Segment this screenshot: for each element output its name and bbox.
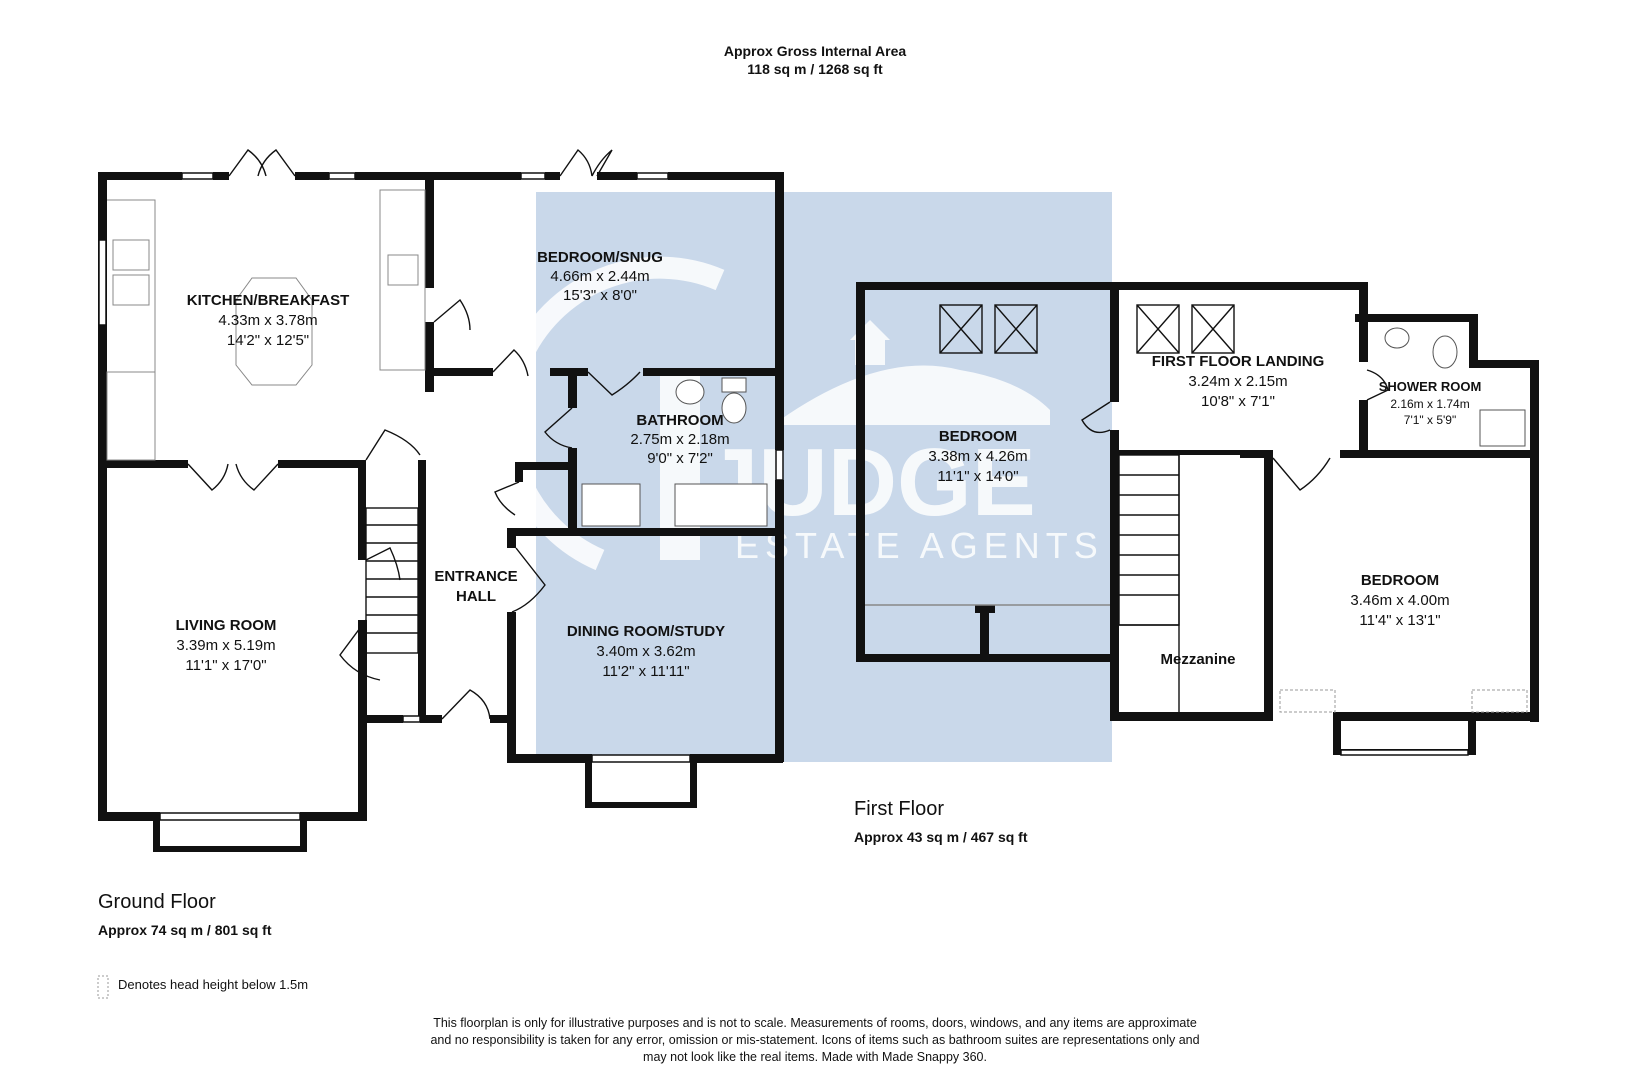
room-name-bedroom-2: BEDROOM xyxy=(1361,572,1439,589)
disclaimer-line-3: may not look like the real items. Made w… xyxy=(643,1050,987,1064)
room-name-shower: SHOWER ROOM xyxy=(1379,379,1482,394)
first-floor-details xyxy=(865,304,1389,712)
room-name-kitchen: KITCHEN/BREAKFAST xyxy=(187,292,350,309)
room-metric-landing: 3.24m x 2.15m xyxy=(1188,373,1287,390)
room-imperial-living: 11'1" x 17'0" xyxy=(185,657,266,674)
room-imperial-bedroom-1: 11'1" x 14'0" xyxy=(937,468,1018,485)
room-name-entrance-hall: HALL xyxy=(456,588,496,605)
first-floor-windows xyxy=(1340,749,1469,756)
first-floor-area: Approx 43 sq m / 467 sq ft xyxy=(854,829,1028,845)
room-metric-shower: 2.16m x 1.74m xyxy=(1390,397,1469,411)
gross-area-value: 118 sq m / 1268 sq ft xyxy=(747,61,883,77)
legend-swatch xyxy=(97,975,109,999)
room-name-landing: FIRST FLOOR LANDING xyxy=(1152,353,1325,370)
disclaimer: This floorplan is only for illustrative … xyxy=(330,1015,1300,1066)
room-imperial-bathroom: 9'0" x 7'2" xyxy=(647,450,713,467)
room-imperial-kitchen: 14'2" x 12'5" xyxy=(227,332,309,349)
room-imperial-dining: 11'2" x 11'11" xyxy=(602,663,689,680)
shower-room-fittings xyxy=(1384,327,1526,447)
room-imperial-snug: 15'3" x 8'0" xyxy=(563,287,637,304)
ground-floor-name: Ground Floor xyxy=(98,891,216,913)
room-name-mezzanine: Mezzanine xyxy=(1160,651,1235,668)
room-imperial-bedroom-2: 11'4" x 13'1" xyxy=(1359,612,1440,629)
room-metric-bathroom: 2.75m x 2.18m xyxy=(630,431,729,448)
room-metric-bedroom-1: 3.38m x 4.26m xyxy=(928,448,1027,465)
disclaimer-line-1: This floorplan is only for illustrative … xyxy=(433,1016,1197,1030)
room-name-dining: DINING ROOM/STUDY xyxy=(567,623,725,640)
room-metric-living: 3.39m x 5.19m xyxy=(176,637,275,654)
watermark-tagline: ESTATE AGENTS xyxy=(735,525,1104,566)
legend-text: Denotes head height below 1.5m xyxy=(118,977,308,992)
room-name-living: LIVING ROOM xyxy=(176,617,277,634)
disclaimer-line-2: and no responsibility is taken for any e… xyxy=(430,1033,1200,1047)
ground-staircase xyxy=(365,429,421,654)
kitchen-fittings xyxy=(106,189,426,461)
room-name-snug: BEDROOM/SNUG xyxy=(537,249,663,266)
ground-floor-area: Approx 74 sq m / 801 sq ft xyxy=(98,922,272,938)
ground-floor-doors xyxy=(187,148,641,720)
first-floor-name: First Floor xyxy=(854,798,944,820)
ground-floor-walls xyxy=(98,172,784,852)
gross-area-title: Approx Gross Internal Area xyxy=(723,43,907,59)
room-imperial-shower: 7'1" x 5'9" xyxy=(1404,413,1456,427)
bathroom-fittings xyxy=(581,377,768,527)
room-name-bedroom-1: BEDROOM xyxy=(939,428,1017,445)
room-metric-snug: 4.66m x 2.44m xyxy=(550,268,649,285)
ground-floor-windows xyxy=(98,172,784,821)
room-metric-bedroom-2: 3.46m x 4.00m xyxy=(1350,592,1449,609)
room-name-entrance: ENTRANCE xyxy=(434,568,517,585)
room-imperial-landing: 10'8" x 7'1" xyxy=(1201,393,1275,410)
room-name-bathroom: BATHROOM xyxy=(636,412,723,429)
low-head-height-areas xyxy=(1279,689,1528,713)
room-metric-kitchen: 4.33m x 3.78m xyxy=(218,312,317,329)
room-metric-dining: 3.40m x 3.62m xyxy=(596,643,695,660)
